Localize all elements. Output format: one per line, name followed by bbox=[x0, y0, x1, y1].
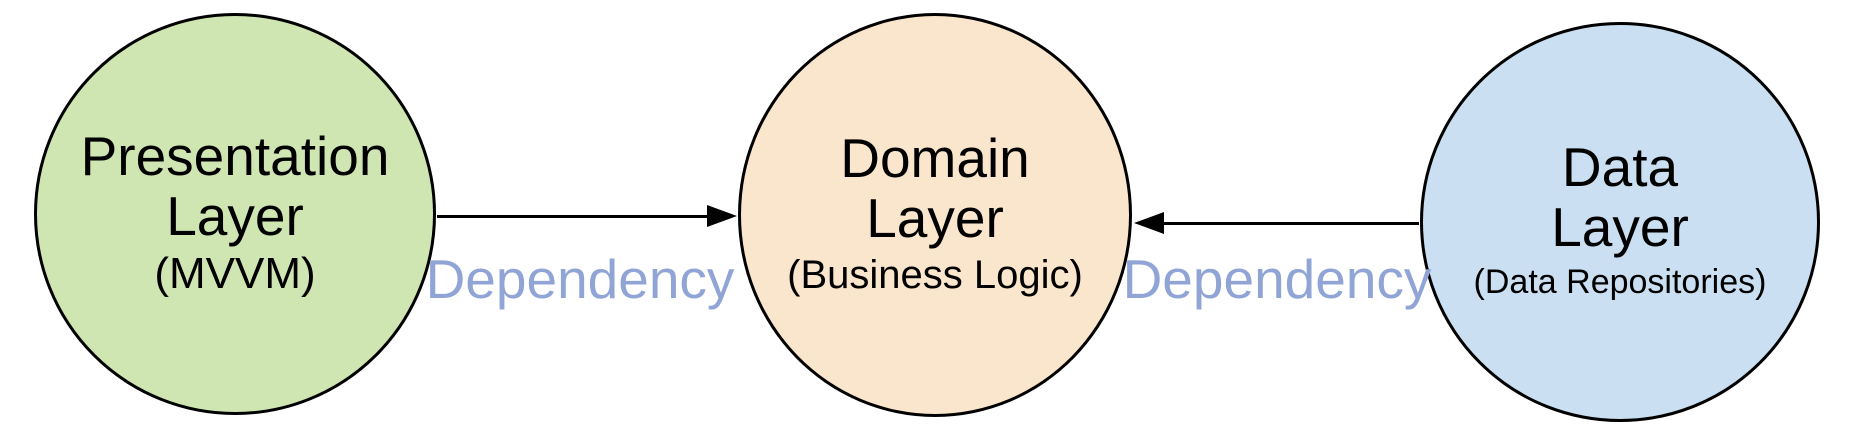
node-title-line: Layer bbox=[166, 185, 304, 247]
edge-label-dependency-right: Dependency bbox=[1122, 248, 1432, 310]
node-title-line: Layer bbox=[1551, 196, 1689, 258]
node-subtitle: (Data Repositories) bbox=[1473, 263, 1767, 301]
node-domain-layer: Domain Layer (Business Logic) bbox=[738, 13, 1132, 417]
node-title-line: Data bbox=[1561, 136, 1679, 198]
arrowhead-left-icon bbox=[1134, 212, 1164, 234]
edge-label-dependency-left: Dependency bbox=[425, 248, 735, 310]
node-title-line: Domain bbox=[840, 127, 1030, 189]
dependency-arrow-data-to-domain bbox=[1162, 222, 1419, 225]
node-data-layer: Data Layer (Data Repositories) bbox=[1420, 22, 1820, 422]
node-subtitle: (Business Logic) bbox=[787, 253, 1083, 297]
arrowhead-right-icon bbox=[707, 205, 737, 227]
dependency-arrow-presentation-to-domain bbox=[437, 215, 710, 218]
node-title-line: Presentation bbox=[80, 125, 390, 187]
node-title-line: Layer bbox=[866, 187, 1004, 249]
node-presentation-layer: Presentation Layer (MVVM) bbox=[34, 13, 436, 415]
node-subtitle: (MVVM) bbox=[154, 249, 316, 298]
